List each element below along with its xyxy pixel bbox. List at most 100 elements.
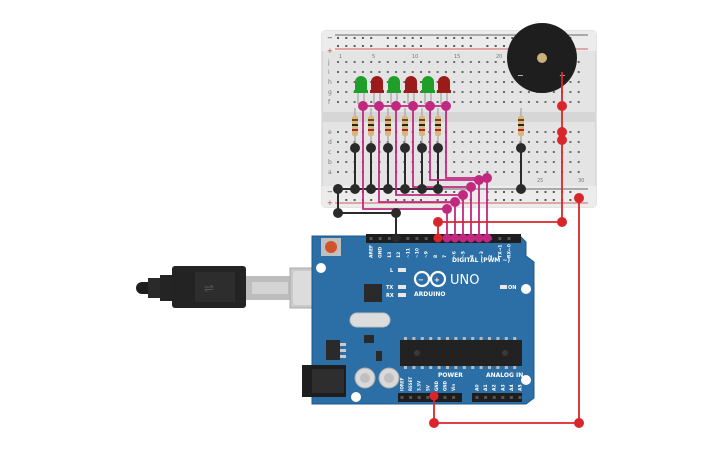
digital-pin-label: RX←0 — [507, 244, 513, 258]
wire-node[interactable] — [557, 127, 567, 137]
rail-minus-label-bottom: − — [327, 188, 333, 196]
rail-minus-label-top: − — [327, 34, 333, 42]
wire-node[interactable] — [516, 184, 526, 194]
wire-node[interactable] — [350, 143, 360, 153]
led-row — [354, 76, 451, 104]
wire-node[interactable] — [400, 143, 410, 153]
analog-pin-label: A1 — [483, 384, 489, 391]
wire-node[interactable] — [482, 173, 492, 183]
wire-node[interactable] — [441, 101, 451, 111]
digital-pin-label: ~5 — [461, 251, 467, 258]
wire-node[interactable] — [408, 101, 418, 111]
wire-node[interactable] — [442, 204, 452, 214]
power-pin-label: GND — [434, 380, 439, 391]
wire-node[interactable] — [557, 101, 567, 111]
piezo-buzzer: − + — [507, 23, 577, 93]
wire-node[interactable] — [350, 184, 360, 194]
resistor — [435, 108, 441, 146]
wire-node[interactable] — [374, 101, 384, 111]
on-label: ON — [508, 285, 516, 291]
col-num-25: 25 — [537, 178, 543, 184]
reset-button-cap[interactable] — [325, 241, 337, 253]
wire-node[interactable] — [433, 233, 443, 243]
analog-label: ANALOG IN — [486, 372, 523, 379]
wire-node[interactable] — [557, 135, 567, 145]
wire-node[interactable] — [574, 193, 584, 203]
col-num-1: 1 — [339, 54, 342, 60]
wire-node[interactable] — [383, 184, 393, 194]
wire-node[interactable] — [466, 182, 476, 192]
wire-node[interactable] — [391, 101, 401, 111]
wire-node[interactable] — [516, 143, 526, 153]
wire-node[interactable] — [383, 143, 393, 153]
digital-pin-label: GND — [378, 247, 384, 258]
col-num-5: 5 — [372, 54, 375, 60]
resistor — [368, 108, 374, 146]
digital-pin-label: ~6 — [451, 251, 457, 258]
model-label: UNO — [450, 273, 479, 288]
arduino-logo: − + — [413, 270, 447, 288]
wire-node[interactable] — [442, 233, 452, 243]
power-label: POWER — [438, 372, 463, 379]
analog-pin-label: A5 — [518, 384, 524, 391]
wire-node[interactable] — [450, 197, 460, 207]
digital-pin-label: TX→1 — [497, 245, 503, 258]
wire-node[interactable] — [425, 101, 435, 111]
col-num-30: 30 — [578, 178, 584, 184]
analog-pin-label: A0 — [475, 384, 481, 391]
digital-pin-label: AREF — [369, 245, 375, 258]
wire-node[interactable] — [458, 233, 468, 243]
wire-node[interactable] — [333, 208, 343, 218]
power-pin-label: Vin — [451, 384, 456, 391]
wire-node[interactable] — [391, 208, 401, 218]
wire-node[interactable] — [358, 101, 368, 111]
col-num-20: 20 — [496, 54, 502, 60]
led-l-label: L — [390, 268, 394, 274]
row-letter-g: g — [328, 89, 332, 96]
row-letter-j: j — [327, 59, 330, 66]
wire-node[interactable] — [429, 391, 439, 401]
power-pin-label: 3.3V — [417, 380, 422, 391]
wire-node[interactable] — [458, 190, 468, 200]
svg-text:−: − — [418, 276, 424, 284]
resistor — [419, 108, 425, 146]
wire-node[interactable] — [466, 233, 476, 243]
digital-pin-label: 4 — [470, 255, 476, 258]
row-letter-h: h — [328, 79, 332, 86]
wire-node[interactable] — [366, 184, 376, 194]
led — [421, 76, 435, 104]
digital-pin-label: ~9 — [424, 251, 430, 258]
led-rx-label: RX — [386, 293, 394, 299]
wire-node[interactable] — [557, 217, 567, 227]
digital-pin-label: 8 — [433, 255, 439, 258]
wire-node[interactable] — [574, 418, 584, 428]
digital-pin-label: 2 — [488, 255, 494, 258]
led-tx-label: TX — [386, 285, 393, 291]
resistor — [352, 108, 358, 146]
wire-node[interactable] — [391, 233, 401, 243]
wire-node[interactable] — [433, 143, 443, 153]
row-letter-f: f — [328, 99, 331, 106]
wire-node[interactable] — [450, 233, 460, 243]
wire-node[interactable] — [366, 143, 376, 153]
brand-label: ARDUINO — [414, 291, 445, 298]
rail-plus-label-top: + — [327, 47, 333, 55]
led — [370, 76, 384, 104]
wire-node[interactable] — [400, 184, 410, 194]
wire-node[interactable] — [429, 418, 439, 428]
wire-node[interactable] — [417, 143, 427, 153]
wire-node[interactable] — [482, 233, 492, 243]
resistor — [518, 108, 524, 146]
wire-node[interactable] — [433, 217, 443, 227]
wire-node[interactable] — [474, 233, 484, 243]
wire-node[interactable] — [333, 184, 343, 194]
usb-icon: ⇌ — [204, 281, 214, 295]
wire-node[interactable] — [417, 184, 427, 194]
rail-plus-label-bottom: + — [327, 199, 333, 207]
digital-pin-label: ~10 — [415, 248, 421, 258]
wire-node[interactable] — [474, 175, 484, 185]
wire-node[interactable] — [433, 184, 443, 194]
